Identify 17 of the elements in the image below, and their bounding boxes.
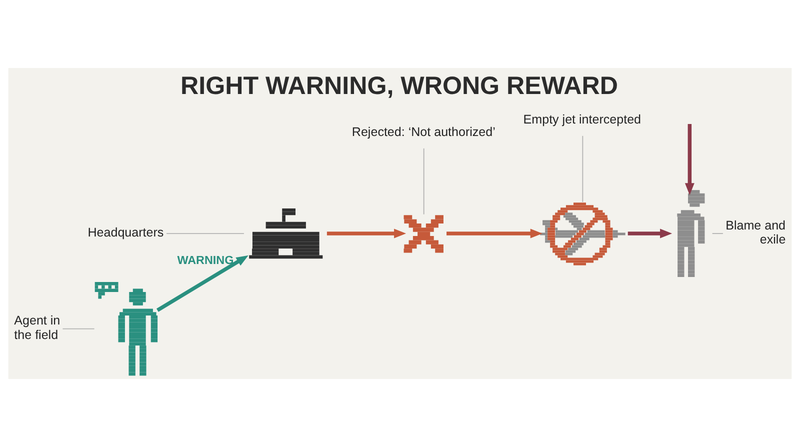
connector bbox=[582, 135, 584, 202]
node-text: Empty jet intercepted bbox=[523, 112, 642, 127]
arrow bbox=[628, 228, 672, 238]
node-text: Headquarters bbox=[88, 225, 164, 240]
arrow bbox=[446, 228, 542, 238]
connector bbox=[423, 148, 424, 215]
node-text: Rejected: ‘Not authorized’ bbox=[352, 125, 496, 140]
connector bbox=[166, 233, 244, 234]
connector bbox=[62, 328, 95, 330]
connector bbox=[712, 233, 724, 234]
arrow bbox=[326, 228, 406, 238]
node-text: Blame and exile bbox=[726, 218, 786, 247]
arrow bbox=[684, 124, 694, 196]
arrow bbox=[156, 255, 248, 312]
diagram-title: RIGHT WARNING, WRONG REWARD bbox=[180, 72, 618, 100]
edge-label: WARNING bbox=[177, 254, 234, 267]
node-text: Agent in the field bbox=[14, 314, 60, 342]
